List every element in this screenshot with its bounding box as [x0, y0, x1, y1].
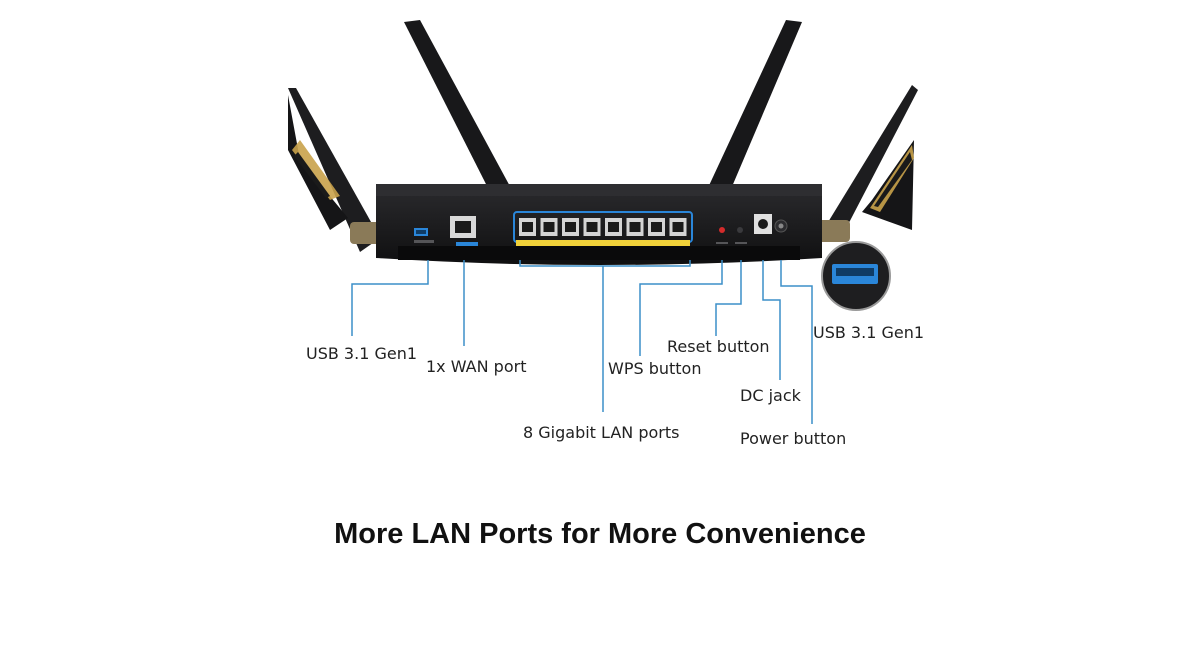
- lan-port-opening: [565, 222, 576, 232]
- lan-port-opening: [672, 222, 684, 232]
- antenna-left-outer: [288, 88, 384, 252]
- lan-port-opening: [651, 222, 662, 232]
- headline: More LAN Ports for More Convenience: [334, 518, 866, 550]
- antenna-right-outer: [816, 85, 918, 242]
- wan-port-label: 1x WAN port: [426, 357, 527, 376]
- lan-ports: [519, 218, 687, 236]
- usb-right-label: USB 3.1 Gen1: [813, 323, 925, 342]
- lan-port-opening: [522, 222, 533, 232]
- lan-port-opening: [586, 222, 598, 232]
- usb-port-left: [414, 228, 434, 243]
- lan-port-block: [513, 211, 693, 246]
- dc-jack: [754, 214, 772, 234]
- reset-button-label: Reset button: [667, 337, 770, 356]
- lan-port-opening: [629, 222, 641, 232]
- dc-jack-label: DC jack: [740, 386, 801, 405]
- usb-left-label: USB 3.1 Gen1: [306, 344, 418, 363]
- wps-button: [716, 227, 728, 244]
- usb-port-right-inset: [821, 241, 891, 311]
- wan-port: [450, 216, 478, 246]
- antenna-right-inner: [706, 20, 802, 196]
- antenna-left-inner: [404, 20, 512, 192]
- lan-ports-label: 8 Gigabit LAN ports: [523, 423, 680, 442]
- power-button-label: Power button: [740, 429, 847, 448]
- wps-button-label: WPS button: [608, 359, 702, 378]
- reset-button: [735, 227, 747, 244]
- lan-port-opening: [543, 222, 555, 232]
- lan-port-opening: [608, 222, 619, 232]
- leader-lines: [351, 260, 813, 424]
- power-button: [774, 219, 788, 233]
